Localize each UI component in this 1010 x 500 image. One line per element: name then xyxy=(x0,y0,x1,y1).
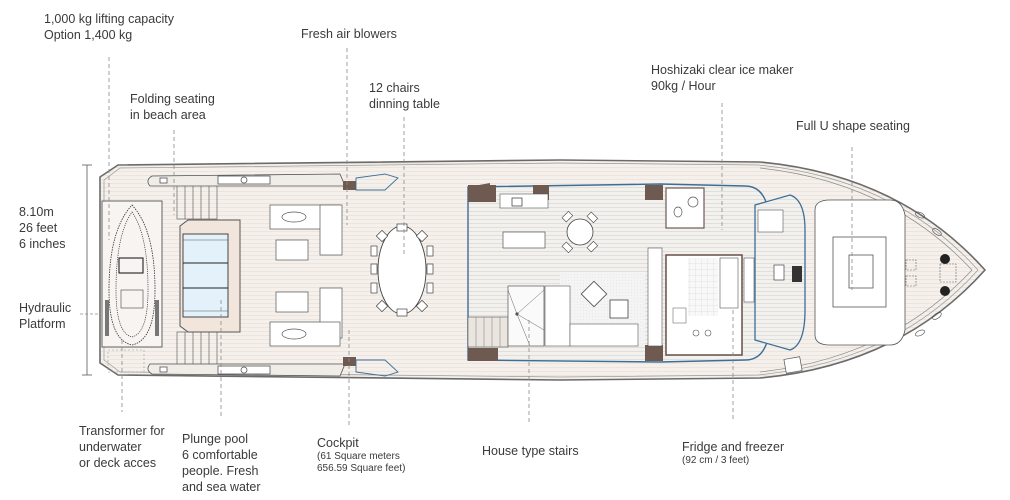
cockpit-area-feet: 656.59 Square feet) xyxy=(317,463,406,474)
dining-text-2: dinning table xyxy=(369,97,440,111)
beam-meters-text: 8.10m xyxy=(19,205,54,219)
tender-boat xyxy=(101,200,163,373)
label-hydraulic-platform: Hydraulic Platform xyxy=(19,300,71,332)
plunge-pool-text-3: people. Fresh xyxy=(182,464,259,478)
label-u-seating: Full U shape seating xyxy=(796,118,910,134)
platform-text-2: Platform xyxy=(19,317,66,331)
lifting-option-text: Option 1,400 kg xyxy=(44,28,133,42)
u-shape-seating xyxy=(814,199,906,346)
fresh-air-text: Fresh air blowers xyxy=(301,27,397,41)
dining-text-1: 12 chairs xyxy=(369,81,420,95)
house-stairs-text: House type stairs xyxy=(482,444,579,458)
label-dining: 12 chairs dinning table xyxy=(369,80,440,112)
bow-equipment xyxy=(783,211,957,374)
label-cockpit: Cockpit (61 Square meters 656.59 Square … xyxy=(317,435,405,475)
cockpit-text: Cockpit xyxy=(317,436,359,450)
label-house-stairs: House type stairs xyxy=(482,443,579,459)
cockpit-area-meters: (61 Square meters xyxy=(317,451,400,462)
transformer-text-3: or deck acces xyxy=(79,456,157,470)
label-transformer: Transformer for underwater or deck acces xyxy=(79,423,165,471)
folding-seating-text-2: in beach area xyxy=(130,108,206,122)
plunge-pool xyxy=(179,219,241,333)
helm-station xyxy=(754,194,806,351)
fridge-size-text: (92 cm / 3 feet) xyxy=(682,455,750,466)
beam-dimension xyxy=(80,164,100,376)
label-plunge-pool: Plunge pool 6 comfortable people. Fresh … xyxy=(182,431,261,495)
fridge-text: Fridge and freezer xyxy=(682,440,785,454)
leader-lines xyxy=(108,48,853,425)
galley xyxy=(665,187,755,356)
label-lifting-capacity: 1,000 kg lifting capacity Option 1,400 k… xyxy=(44,11,174,43)
label-fridge: Fridge and freezer (92 cm / 3 feet) xyxy=(682,439,784,467)
label-folding-seating: Folding seating in beach area xyxy=(130,91,215,123)
aft-lounge xyxy=(269,204,343,347)
transformer-text-2: underwater xyxy=(79,440,142,454)
transformer-text-1: Transformer for xyxy=(79,424,165,438)
plunge-pool-text-4: and sea water xyxy=(182,480,261,494)
beam-inches-text: 6 inches xyxy=(19,237,66,251)
u-seating-text: Full U shape seating xyxy=(796,119,910,133)
beam-feet-text: 26 feet xyxy=(19,221,58,235)
plunge-pool-text-2: 6 comfortable xyxy=(182,448,258,462)
platform-text-1: Hydraulic xyxy=(19,301,72,315)
label-ice-maker: Hoshizaki clear ice maker 90kg / Hour xyxy=(651,62,793,94)
folding-seating-text-1: Folding seating xyxy=(130,92,215,106)
label-fresh-air: Fresh air blowers xyxy=(301,26,397,42)
ice-maker-text-1: Hoshizaki clear ice maker xyxy=(651,63,794,77)
ice-maker-text-2: 90kg / Hour xyxy=(651,79,716,93)
plunge-pool-text-1: Plunge pool xyxy=(182,432,249,446)
side-walkways xyxy=(147,173,399,377)
label-beam: 8.10m 26 feet 6 inches xyxy=(19,204,66,252)
dining-table xyxy=(370,223,434,317)
lifting-capacity-text: 1,000 kg lifting capacity xyxy=(44,12,174,26)
